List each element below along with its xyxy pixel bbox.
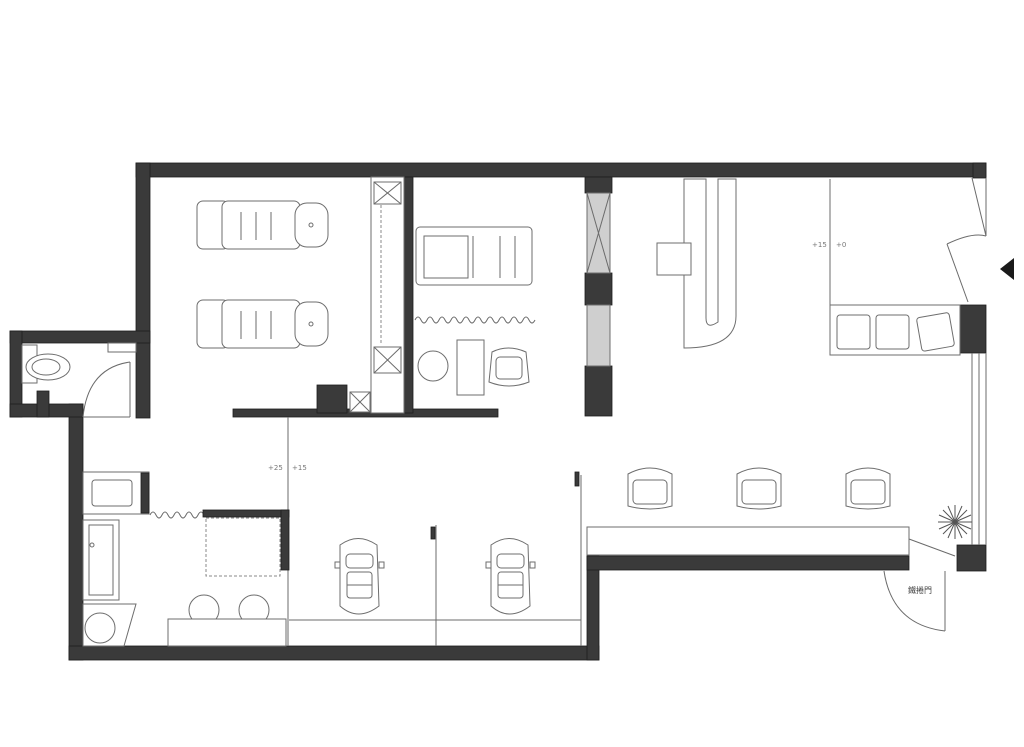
desk-set <box>417 339 530 396</box>
treatment-bed-3 <box>415 226 533 286</box>
reception-counter <box>656 178 737 349</box>
entrance-door <box>946 177 987 545</box>
treatment-bed-1 <box>196 200 329 250</box>
level-mark-2: +15 <box>292 464 307 472</box>
waiting-chair-1 <box>627 467 673 510</box>
plant-icon <box>938 505 972 539</box>
level-mark-3: +15 <box>812 241 827 249</box>
level-mark-1: +25 <box>268 464 283 472</box>
staff-table <box>167 509 290 647</box>
shutter-door-label: 鐵捲門 <box>908 585 932 595</box>
treatment-bed-2 <box>196 299 329 349</box>
sofa <box>829 304 961 356</box>
sink-unit <box>82 471 150 515</box>
waiting-chair-2 <box>736 467 782 510</box>
car-1 <box>334 538 385 615</box>
radiator-2 <box>149 511 205 519</box>
car-2 <box>485 538 536 615</box>
entrance-arrow-icon <box>1000 258 1014 280</box>
shutter-door: 鐵捲門 <box>883 538 956 632</box>
waiting-chair-3 <box>845 467 891 510</box>
interior-partitions <box>232 176 910 646</box>
washing-machine <box>82 603 137 647</box>
radiator <box>414 316 536 324</box>
storage-cabinet <box>82 519 120 601</box>
exterior-walls <box>9 162 987 661</box>
bathroom-door <box>82 342 137 418</box>
level-mark-4: +0 <box>836 241 846 249</box>
toilet <box>21 344 71 384</box>
